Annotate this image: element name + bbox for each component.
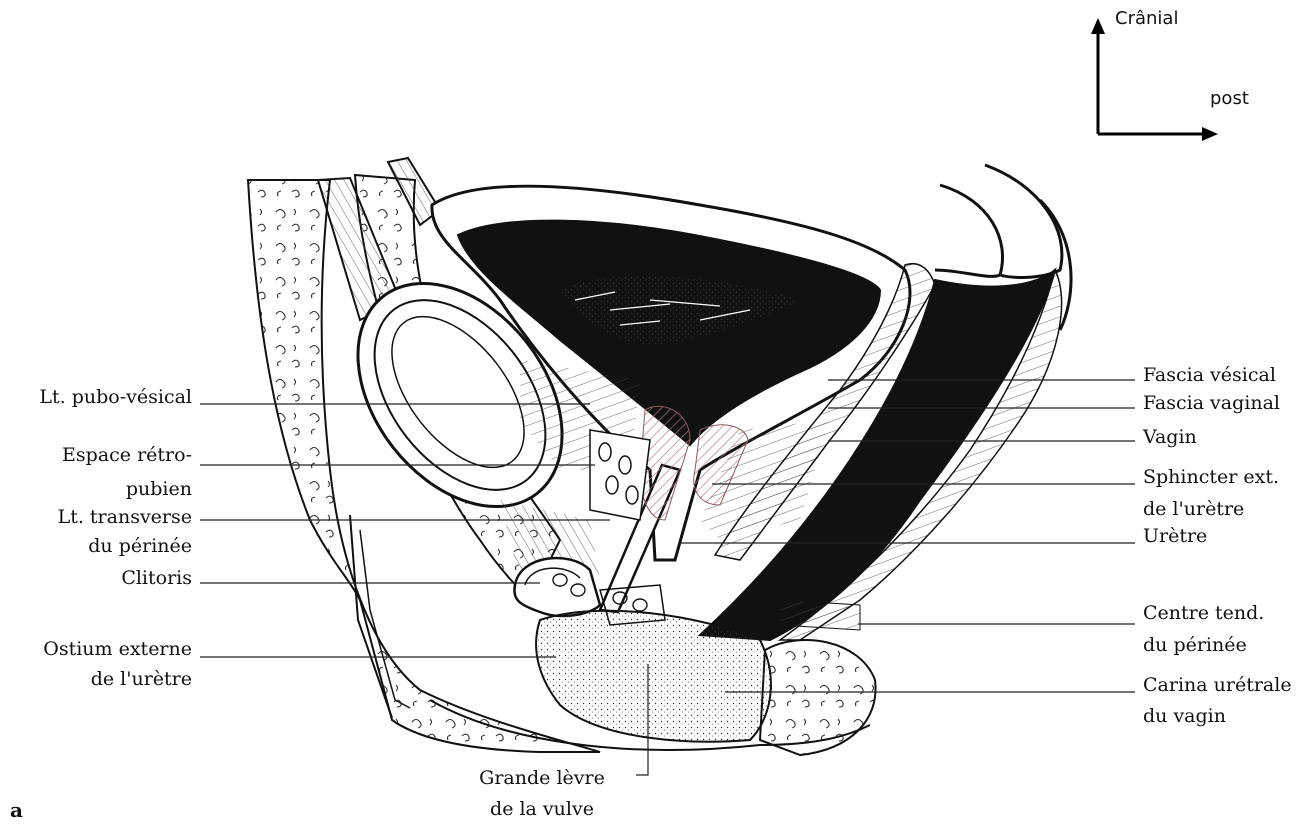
label-carina-1: Carina urétrale <box>1143 672 1292 698</box>
figure-letter: a <box>10 798 23 822</box>
label-centre-2: du périnée <box>1143 632 1247 658</box>
label-sphincter-2: de l'urètre <box>1143 496 1244 522</box>
label-retropubic-2: pubien <box>126 476 192 502</box>
label-clitoris: Clitoris <box>121 565 192 591</box>
label-transverse-1: Lt. transverse <box>58 504 192 530</box>
label-fascia-vaginal: Fascia vaginal <box>1143 390 1280 416</box>
label-carina-2: du vagin <box>1143 703 1226 729</box>
label-transverse-2: du périnée <box>88 533 192 559</box>
label-ostium-2: de l'urètre <box>91 666 192 692</box>
label-sphincter-1: Sphincter ext. <box>1143 464 1279 490</box>
label-fascia-vesical: Fascia vésical <box>1143 362 1276 388</box>
label-grande-levre-2: de la vulve <box>452 796 632 822</box>
orientation-arrows <box>1091 18 1218 141</box>
label-ostium-1: Ostium externe <box>43 636 192 662</box>
cranial-label: Crânial <box>1115 8 1178 29</box>
label-centre-1: Centre tend. <box>1143 600 1264 626</box>
label-grande-levre-1: Grande lèvre <box>452 765 632 791</box>
label-pubovesical: Lt. pubo-vésical <box>39 384 192 410</box>
label-uretre: Urètre <box>1143 523 1207 549</box>
posterior-label: post <box>1210 88 1249 109</box>
label-retropubic-1: Espace rétro- <box>62 442 192 468</box>
label-vagin: Vagin <box>1143 424 1197 450</box>
